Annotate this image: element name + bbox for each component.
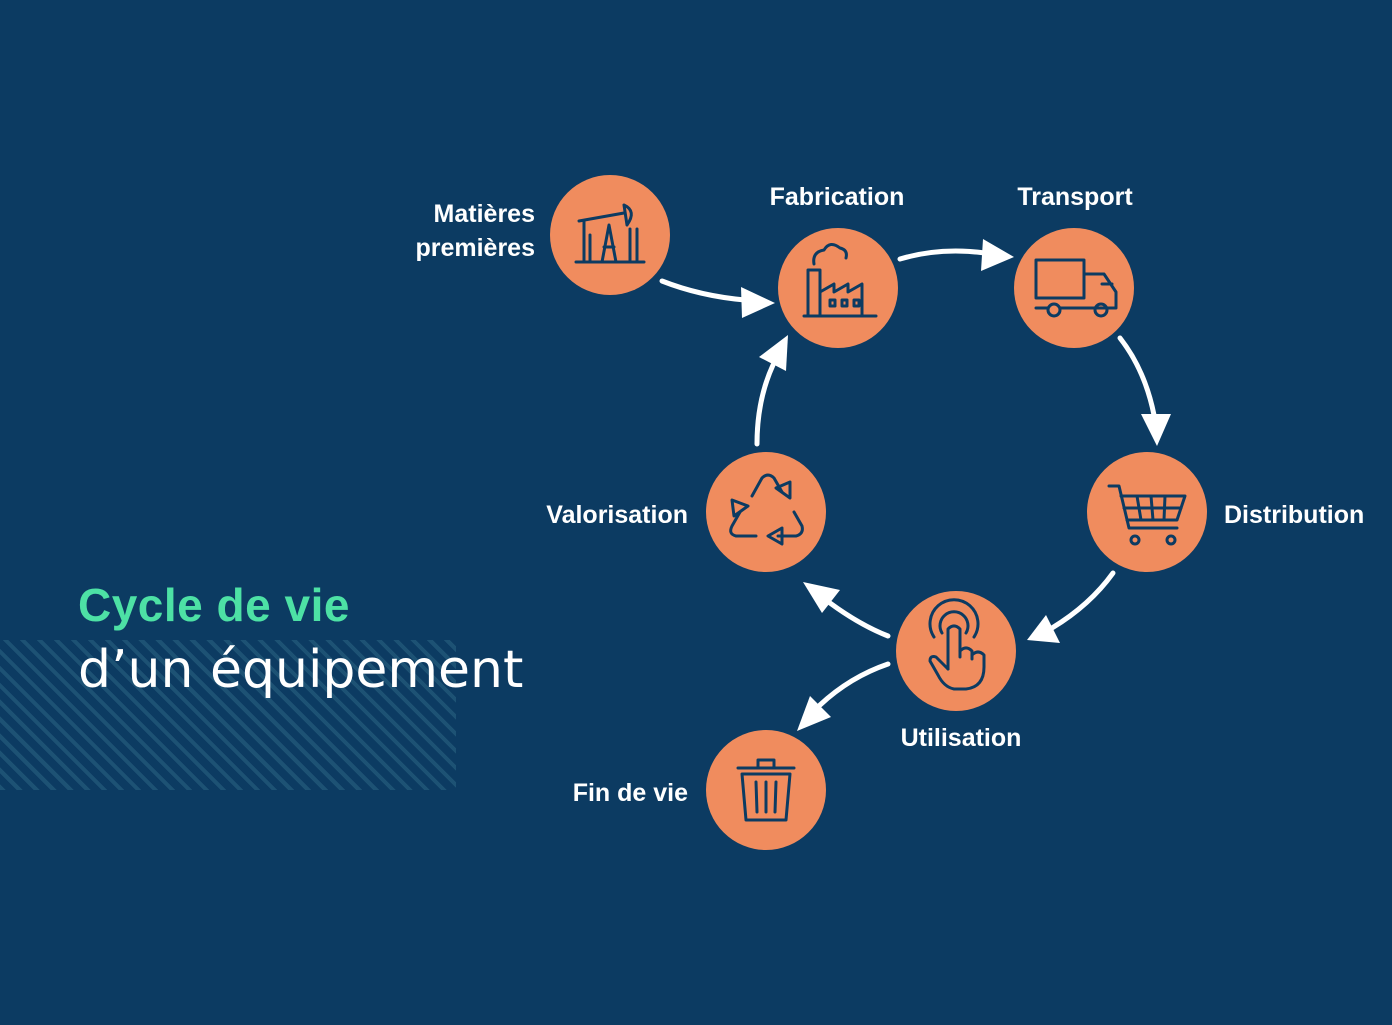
- arrow-distribution-to-utilisation: [1027, 570, 1116, 643]
- title-main: Cycle de vie: [78, 579, 350, 631]
- oil-pump-icon: [574, 203, 646, 264]
- node-distribution: [1087, 452, 1207, 572]
- node-circle: [896, 591, 1016, 711]
- arrow-fabrication-to-transport: [897, 239, 1014, 271]
- node-fin-de-vie: [706, 730, 826, 850]
- recycle-icon: [729, 473, 804, 546]
- node-fabrication: [778, 228, 898, 348]
- node-circle: [1087, 452, 1207, 572]
- label-valorisation: Valorisation: [546, 501, 688, 529]
- node-utilisation: [896, 591, 1016, 711]
- label-utilisation: Utilisation: [901, 724, 1022, 752]
- arrow-valorisation-to-fabrication: [754, 335, 788, 447]
- label-fabrication: Fabrication: [770, 183, 905, 211]
- title-hatch-band: [0, 640, 456, 790]
- factory-icon: [802, 243, 878, 318]
- touch-hand-icon: [928, 598, 986, 691]
- label-matieres-line2: premières: [415, 234, 535, 262]
- flow-arrows: [659, 239, 1171, 731]
- label-transport: Transport: [1017, 183, 1133, 211]
- node-valorisation: [706, 452, 826, 572]
- arrow-transport-to-distribution: [1117, 335, 1171, 446]
- title-subtitle: d’un équipement: [78, 640, 524, 700]
- label-matieres-line1: Matières: [434, 200, 535, 228]
- node-matieres-premieres: [550, 175, 670, 295]
- node-circle: [706, 452, 826, 572]
- arrow-utilisation-to-fin-de-vie: [797, 661, 891, 731]
- trash-bin-icon: [736, 758, 796, 822]
- truck-icon: [1034, 258, 1118, 318]
- arrow-matieres-to-fabrication: [659, 278, 775, 318]
- arrow-utilisation-to-valorisation: [803, 582, 891, 639]
- node-circle: [1014, 228, 1134, 348]
- shopping-cart-icon: [1107, 484, 1187, 546]
- node-transport: [1014, 228, 1134, 348]
- label-distribution: Distribution: [1224, 501, 1364, 529]
- label-fin-de-vie: Fin de vie: [573, 779, 688, 807]
